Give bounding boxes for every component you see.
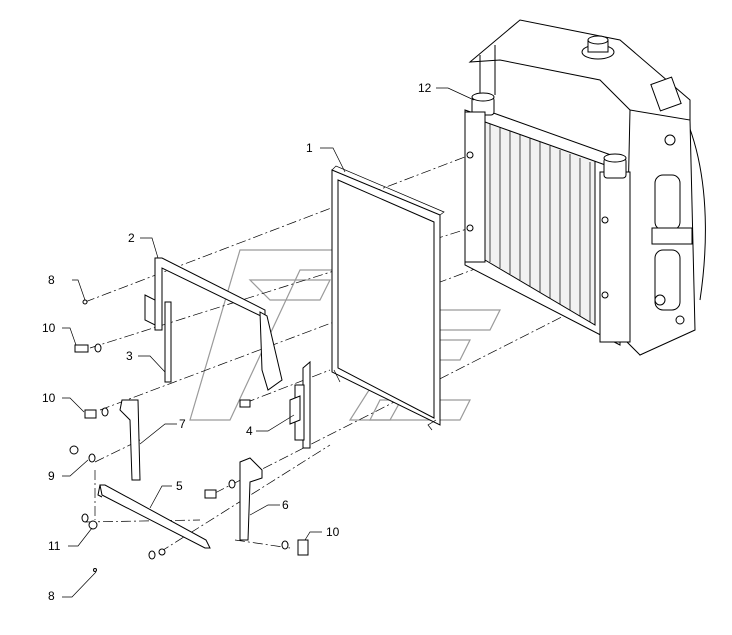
callout-8-top: 8 (48, 273, 55, 287)
callout-10-lower: 10 (326, 525, 340, 539)
callout-11: 11 (48, 539, 61, 553)
radiator-assembly (464, 19, 706, 356)
callout-12: 12 (418, 81, 432, 95)
callout-4: 4 (246, 424, 253, 438)
callout-10-middle: 10 (42, 391, 56, 405)
callout-7: 7 (179, 417, 186, 431)
callout-1: 1 (306, 141, 313, 155)
side-bracket (289, 360, 311, 449)
callout-5: 5 (176, 479, 183, 493)
upper-bracket (144, 257, 283, 391)
callout-8-bottom: 8 (48, 589, 55, 603)
side-strip (164, 301, 172, 383)
callout-2: 2 (128, 231, 135, 245)
angle-bracket-right (239, 457, 263, 541)
callout-3: 3 (126, 349, 133, 363)
lower-bar (97, 484, 211, 549)
screen-frame (331, 165, 445, 431)
fasteners (69, 299, 309, 572)
callout-10-upper: 10 (42, 321, 56, 335)
callout-9: 9 (48, 469, 55, 483)
leader-lines (62, 87, 475, 598)
callout-6: 6 (282, 498, 289, 512)
angle-bracket-left (119, 399, 141, 481)
